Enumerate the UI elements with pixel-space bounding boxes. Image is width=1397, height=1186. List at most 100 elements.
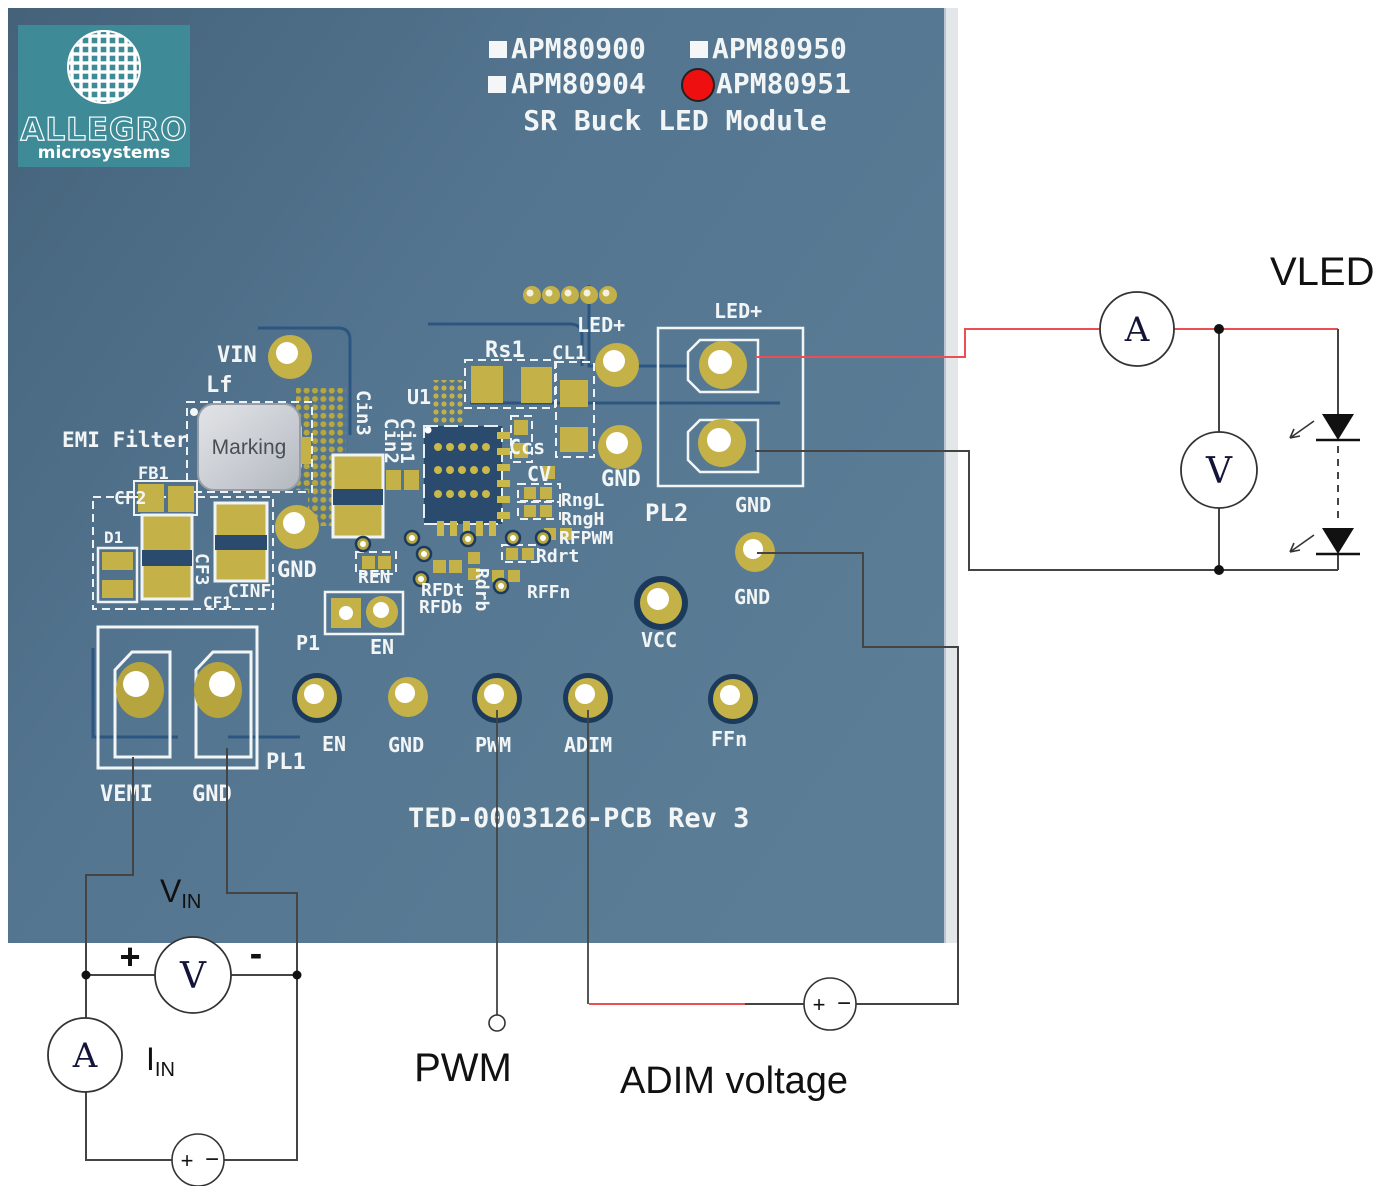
silk-gnd-left: GND	[277, 558, 317, 583]
vemi-wire	[85, 757, 134, 975]
silk-vcc: VCC	[641, 628, 677, 652]
voltmeter-symbol	[1180, 431, 1258, 509]
silk-lf: Lf	[206, 373, 233, 398]
passive-pads	[362, 420, 572, 582]
silk-gnd-pl1: GND	[192, 782, 232, 807]
silk-rfdt: RFDt	[421, 580, 464, 601]
source-plus: +	[813, 992, 826, 1017]
junction-dot	[81, 970, 91, 980]
silk-en: EN	[322, 732, 346, 756]
silk-pwm: PWM	[475, 733, 511, 757]
adim-return-wire	[757, 552, 959, 1005]
silk-rfdb: RFDb	[419, 597, 463, 618]
silk-pl2: PL2	[645, 499, 688, 527]
small-vias	[354, 529, 552, 595]
adim-voltage-circuit: + − ADIM voltage	[587, 552, 959, 1102]
inductor-pin1-dot	[190, 408, 198, 416]
silk-cf2: CF2	[114, 488, 147, 509]
silk-gnd-via: GND	[734, 585, 770, 609]
silk-pl1: PL1	[266, 750, 306, 775]
cl1-pad	[560, 380, 588, 407]
inductor-lf: Marking	[190, 403, 311, 491]
silk-rdrt: Rdrt	[536, 546, 579, 567]
logo-brand: ALLEGRO	[20, 112, 187, 148]
legend-label: APM80904	[511, 67, 646, 100]
led-arrow-icon	[1289, 534, 1315, 553]
legend-square-icon	[489, 41, 507, 58]
pin1-marker	[424, 426, 432, 434]
voltmeter-label: V	[1205, 451, 1233, 492]
rs1-pad	[521, 367, 552, 403]
silk-cin2: Cin2	[380, 418, 402, 464]
input-supply-circuit: V A + − + - VIN IIN	[47, 748, 302, 1186]
silk-rffn: RFFn	[527, 582, 570, 603]
led-symbol	[1289, 414, 1360, 442]
silk-ren: REN	[358, 567, 391, 588]
inductor-body	[197, 403, 301, 491]
copper-traces	[91, 285, 780, 739]
legend-red-circle-icon	[681, 68, 715, 102]
allegro-logo: ALLEGRO microsystems	[18, 25, 190, 167]
voltage-source-symbol	[171, 1133, 225, 1186]
junction-dot	[1214, 324, 1224, 334]
plus-sign: +	[119, 936, 140, 977]
vin-label: VIN	[160, 873, 201, 913]
ic-u1	[423, 425, 510, 536]
pwm-terminal-icon	[488, 1014, 506, 1032]
diode-d1	[96, 546, 139, 604]
silk-en-jumper: EN	[370, 635, 394, 659]
led-symbol	[1289, 528, 1360, 556]
silk-rfpwm: RFPWM	[559, 528, 613, 549]
silk-fb1: FB1	[138, 464, 169, 484]
silk-u1: U1	[407, 385, 431, 409]
source-minus: −	[837, 990, 851, 1017]
pcb-board: ALLEGRO microsystems APM80900 APM80950 A…	[8, 8, 958, 943]
silk-d1: D1	[104, 528, 123, 547]
minus-sign: -	[250, 933, 263, 975]
silk-cin3: Cin3	[352, 390, 374, 436]
junction-dot	[292, 970, 302, 980]
led-arrow-icon	[1289, 420, 1315, 439]
logo-subtitle: microsystems	[38, 143, 171, 163]
voltmeter-label: V	[179, 956, 207, 997]
legend-label: APM80951	[716, 67, 851, 100]
adim-voltage-label: ADIM voltage	[620, 1060, 848, 1102]
capacitor-cinf	[213, 501, 269, 583]
silk-cf3: CF3	[191, 553, 212, 586]
silk-rngl: RngL	[561, 490, 605, 511]
silk-gnd-mid: GND	[601, 467, 641, 492]
silk-cin1: Cin1	[396, 418, 418, 464]
led-gnd-wire	[755, 450, 1338, 571]
silkscreen-labels: VIN Lf EMI Filter FB1 CF2 D1 CF3 CF1 CIN…	[62, 299, 771, 834]
inductor-marking-label: Marking	[212, 436, 287, 459]
silkscreen-dashed-outlines	[92, 359, 595, 610]
voltage-source-symbol	[803, 977, 857, 1031]
silk-cl1: CL1	[552, 342, 586, 364]
silk-vemi: VEMI	[100, 782, 153, 807]
silk-gnd-pl2: GND	[735, 493, 771, 517]
ammeter-label: A	[72, 1036, 98, 1076]
plated-holes	[116, 335, 775, 724]
capacitor-cf3-cf1	[140, 513, 194, 601]
silk-emi-filter: EMI Filter	[62, 428, 188, 452]
legend-label: APM80900	[511, 32, 646, 65]
silk-board-id: TED-0003126-PCB Rev 3	[408, 803, 749, 834]
silk-cv: CV	[527, 462, 551, 486]
silk-ffn: FFn	[711, 727, 747, 751]
silk-led-plus-pl2: LED+	[714, 299, 762, 323]
part-number-legend: APM80900 APM80950 APM80904 APM80951 SR B…	[488, 32, 851, 137]
ammeter-symbol	[1099, 291, 1175, 367]
rs1-pad	[471, 366, 503, 403]
via-grid	[432, 380, 464, 424]
ammeter-label: A	[1124, 310, 1150, 350]
ammeter-symbol	[47, 1017, 123, 1093]
p1-jumper	[323, 590, 405, 636]
iin-label: IIN	[146, 1041, 175, 1081]
pwm-label: PWM	[414, 1046, 512, 1090]
led-output-circuit: A V VLED	[755, 250, 1375, 575]
silk-gnd-row: GND	[388, 733, 424, 757]
pl2-connector-outline	[656, 326, 805, 488]
board-right-edge	[945, 8, 958, 943]
silk-rdrb: Rdrb	[471, 568, 492, 612]
